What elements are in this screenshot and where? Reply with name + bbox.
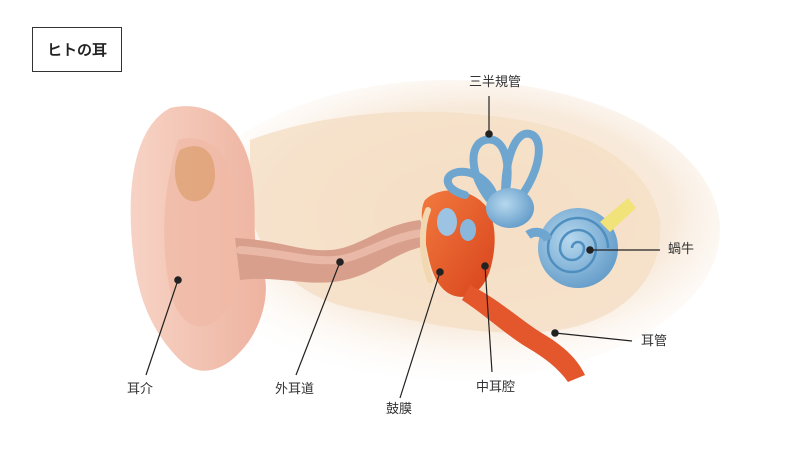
leader-eardrum <box>399 271 441 399</box>
concha <box>174 146 215 202</box>
leader-middle-ear <box>484 265 493 373</box>
label-ear-canal: 外耳道 <box>275 382 315 397</box>
leader-ear-canal <box>295 261 341 376</box>
auditory-nerve <box>600 198 636 232</box>
ossicle-malleus <box>437 208 457 236</box>
diagram-title: ヒトの耳 <box>32 27 122 72</box>
label-cochlea: 蝸牛 <box>668 242 695 257</box>
vestibule <box>486 188 534 228</box>
label-auricle: 耳介 <box>127 382 154 397</box>
leader-auricle <box>145 279 179 376</box>
ear-canal-tube <box>235 220 432 283</box>
leader-eustachian-tube <box>554 332 633 342</box>
label-eustachian-tube: 耳管 <box>641 334 668 349</box>
ossicle-incus <box>460 219 476 241</box>
ear-canal-lumen <box>236 229 426 265</box>
label-semicircular-canals: 三半規管 <box>469 75 522 90</box>
label-eardrum: 鼓膜 <box>386 402 413 417</box>
cochlea-shape <box>525 208 618 288</box>
semicircular-canals-shape <box>443 129 543 204</box>
eustachian-tube-shape <box>462 285 585 382</box>
eardrum-shape <box>419 207 433 283</box>
label-middle-ear: 中耳腔 <box>476 380 516 395</box>
